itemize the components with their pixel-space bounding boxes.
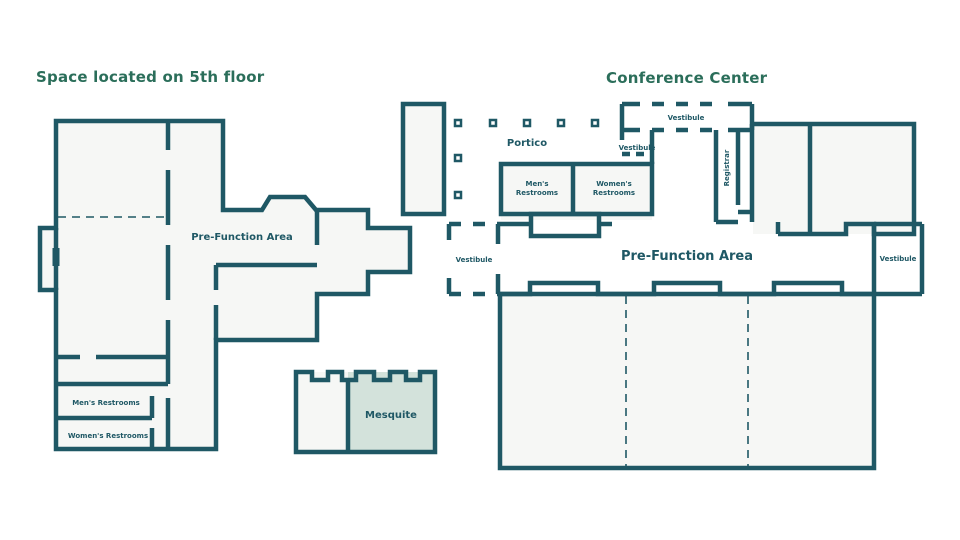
left-outline	[37, 118, 413, 452]
right-plan-title: Conference Center	[606, 69, 768, 87]
vestibule-top-label: Vestibule	[668, 114, 705, 122]
left-small-room	[296, 372, 348, 452]
portico-pillars	[453, 118, 600, 200]
ballroom-outline	[500, 280, 922, 297]
left-floor-plan: Pre-Function Area Men's Restrooms Women'…	[37, 118, 438, 455]
right-floor-plan: Portico Vestibule Vestibule Men's Restro…	[400, 101, 925, 471]
vestibule-right-label: Vestibule	[880, 255, 917, 263]
left-womens-restrooms-label: Women's Restrooms	[68, 432, 148, 440]
mesquite-label: Mesquite	[365, 410, 417, 421]
portico-column-block	[403, 104, 444, 214]
restroom-block	[501, 164, 652, 220]
right-womens-restrooms-line1: Women's	[596, 180, 632, 188]
registrar-label: Registrar	[723, 149, 731, 186]
lower-block-outline	[293, 369, 438, 455]
portico-label: Portico	[507, 138, 547, 149]
right-womens-restrooms-line2: Restrooms	[593, 189, 635, 197]
left-mens-restrooms-label: Men's Restrooms	[72, 399, 140, 407]
right-mens-restrooms-line1: Men's	[525, 180, 548, 188]
right-mens-restrooms-line2: Restrooms	[516, 189, 558, 197]
vestibule-left-label: Vestibule	[456, 256, 493, 264]
mesquite-room	[348, 372, 435, 452]
right-prefunction-label: Pre-Function Area	[621, 249, 753, 264]
ballroom	[500, 294, 874, 468]
right-upper-rooms	[753, 124, 914, 234]
left-floor-area	[40, 121, 410, 449]
left-plan-title: Space located on 5th floor	[36, 68, 265, 86]
vestibule-mid-label: Vestibule	[619, 144, 656, 152]
left-prefunction-label: Pre-Function Area	[191, 232, 293, 243]
